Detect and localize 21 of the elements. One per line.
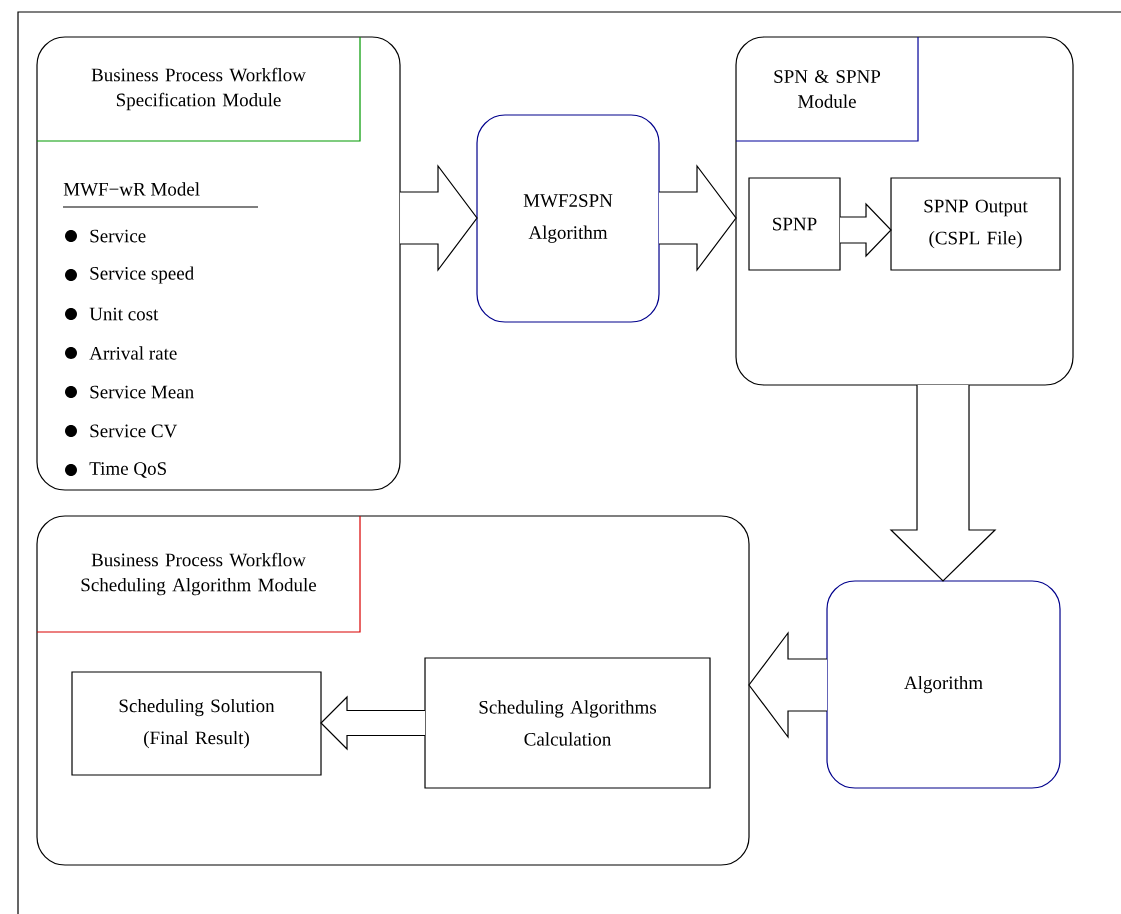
process-box: Scheduling Solution (Final Result)	[71, 671, 322, 776]
process-box: Scheduling Algorithms Calculation	[424, 657, 711, 789]
list-item: Service Mean	[65, 385, 194, 399]
block-arrow	[839, 202, 892, 258]
algorithm-box: Algorithm	[826, 580, 1061, 789]
list-item: Time QoS	[65, 462, 166, 478]
list-item: Service	[65, 229, 146, 243]
algorithm-box: MWF2SPN Algorithm	[476, 114, 660, 323]
module-box: Business Process Workflow Specification Module MWF−wR Model Service Service speed Unit cost Arrival rate Service Mean Service CV Time QoS	[36, 36, 401, 491]
list-item: Unit cost	[65, 307, 159, 321]
block-arrow	[658, 164, 737, 272]
process-box: SPNP Output (CSPL File)	[890, 177, 1061, 271]
list-item: Arrival rate	[65, 346, 177, 360]
process-box: SPNP	[748, 177, 841, 271]
list-heading: MWF−wR Model	[62, 182, 259, 208]
block-arrow	[889, 384, 997, 582]
list-item: Service speed	[65, 266, 194, 284]
block-arrow	[399, 164, 478, 272]
block-arrow	[748, 631, 828, 739]
block-arrow	[320, 695, 426, 751]
list-item: Service CV	[65, 424, 178, 438]
